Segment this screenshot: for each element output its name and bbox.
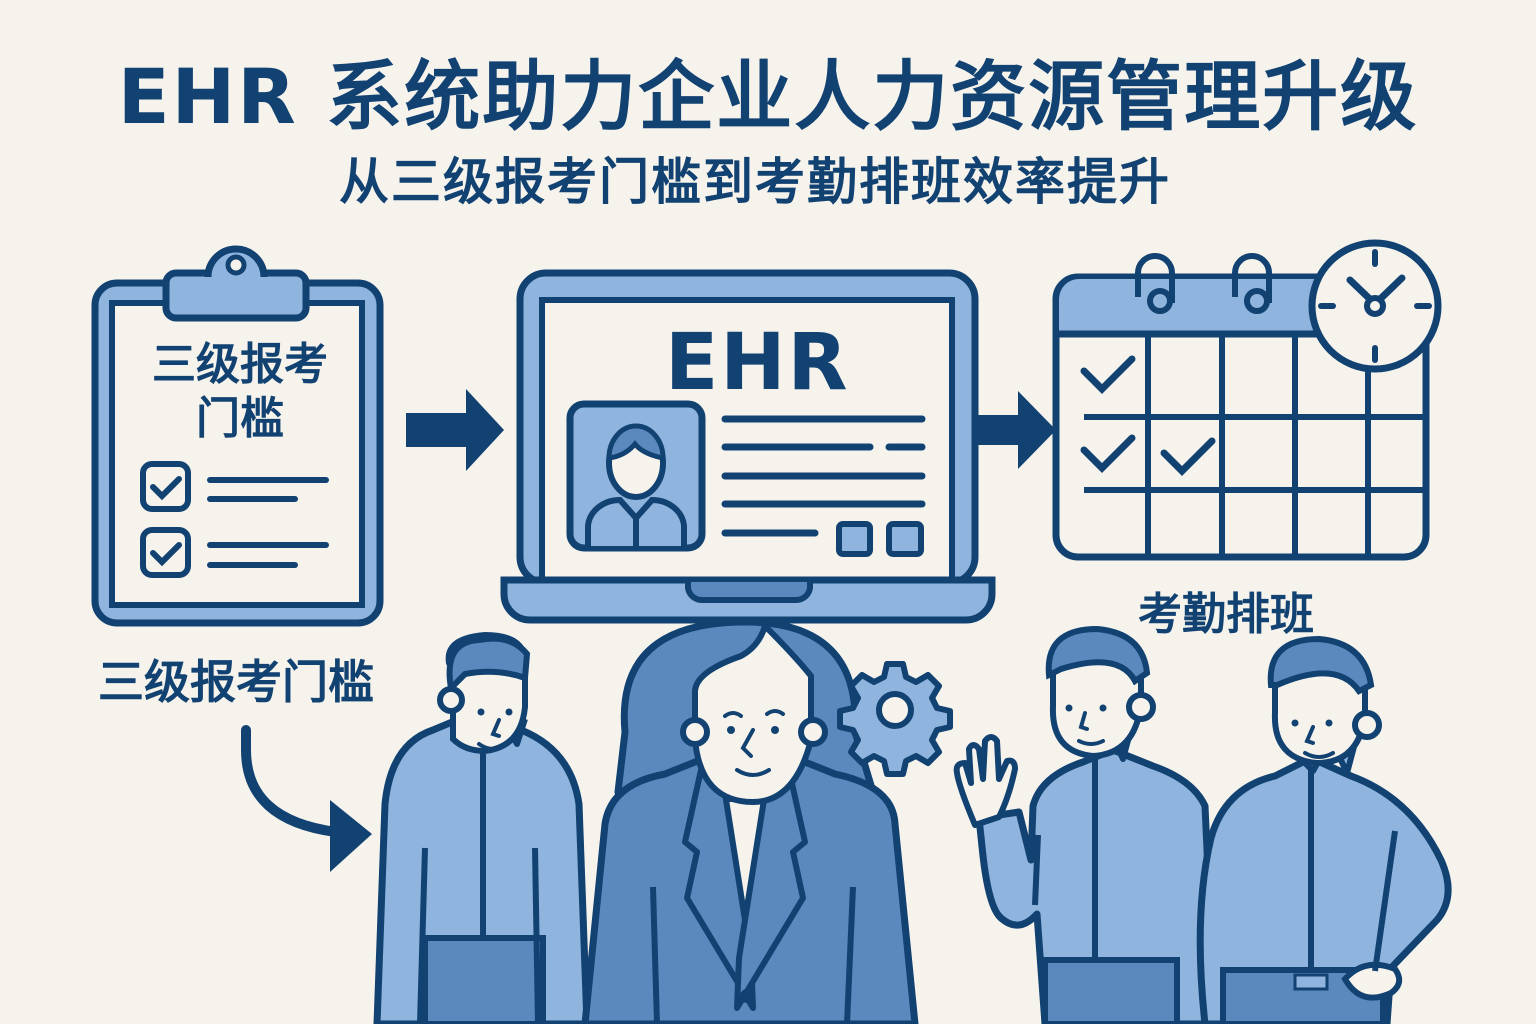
page-subtitle: 从三级报考门槛到考勤排班效率提升	[339, 153, 1171, 211]
clipboard-heading: 三级报考 门槛	[115, 338, 365, 446]
person-man-hands-on-hips	[1196, 635, 1452, 1024]
calendar-caption: 考勤排班	[1138, 589, 1314, 640]
arrow-right-icon	[406, 389, 504, 471]
clock-icon	[1308, 239, 1442, 373]
gear-icon	[837, 661, 953, 777]
curved-arrow-icon	[241, 725, 372, 872]
person-man-left	[373, 631, 591, 1024]
person-woman-center	[581, 618, 919, 1024]
clipboard-caption: 三级报考门槛	[98, 655, 374, 709]
clipboard-heading-line2: 门槛	[196, 393, 284, 444]
laptop-icon	[500, 269, 996, 624]
laptop-brand: EHR	[665, 318, 850, 408]
clipboard-heading-line1: 三级报考	[152, 339, 328, 390]
arrow-right-icon	[976, 391, 1056, 469]
person-man-waving	[953, 625, 1219, 1024]
page-title: EHR 系统助力企业人力资源管理升级	[117, 52, 1419, 141]
clipboard-icon	[91, 245, 384, 627]
